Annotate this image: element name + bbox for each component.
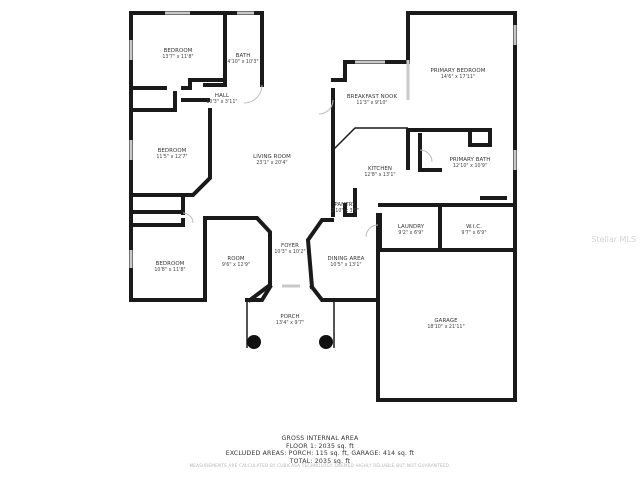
room-name-porch: PORCH — [280, 314, 299, 320]
summary-title: GROSS INTERNAL AREA — [281, 435, 359, 442]
room-dims-foyer: 10'3" x 10'2" — [274, 249, 305, 255]
room-dims-kitchen: 12'8" x 13'1" — [364, 172, 395, 178]
room-name-garage: GARAGE — [434, 318, 458, 324]
room-name-bath: BATH — [236, 53, 251, 59]
room-name-primary-bath: PRIMARY BATH — [450, 157, 491, 163]
room-dims-bedroom-bottom: 10'8" x 11'8" — [154, 267, 185, 273]
summary-total: TOTAL: 2035 sq. ft — [289, 457, 351, 465]
room-name-room: ROOM — [227, 256, 245, 262]
room-dims-bedroom-middle: 11'5" x 12'7" — [156, 154, 187, 160]
room-dims-room: 9'6" x 12'9" — [222, 262, 250, 268]
door-swings — [182, 84, 433, 238]
room-dims-dining-area: 10'5" x 13'1" — [330, 262, 361, 268]
room-dims-living-room: 23'1" x 20'4" — [256, 160, 287, 166]
measurement-disclaimer: MEASUREMENTS ARE CALCULATED BY CUBICASA … — [189, 463, 451, 468]
room-name-bedroom-top: BEDROOM — [164, 48, 193, 54]
room-dims-bedroom-top: 13'7" x 11'8" — [162, 54, 193, 60]
room-dims-garage: 18'10" x 21'11" — [427, 324, 464, 330]
room-name-laundry: LAUNDRY — [398, 224, 425, 230]
room-name-living-room: LIVING ROOM — [253, 154, 291, 160]
room-dims-bath: 4'10" x 10'3" — [227, 59, 258, 65]
watermark: Stellar MLS — [591, 235, 636, 244]
porch-post-left — [247, 335, 261, 349]
area-summary: GROSS INTERNAL AREA FLOOR 1: 2035 sq. ft… — [0, 435, 640, 465]
room-dims-wic: 9'7" x 6'9" — [461, 230, 486, 236]
room-name-kitchen: KITCHEN — [368, 166, 392, 172]
room-name-bedroom-bottom: BEDROOM — [156, 261, 185, 267]
porch-post-right — [319, 335, 333, 349]
summary-floor: FLOOR 1: 2035 sq. ft — [285, 442, 355, 450]
walls — [129, 11, 517, 402]
room-name-wic: W.I.C. — [466, 224, 482, 230]
room-dims-porch: 13'4" x 9'7" — [276, 320, 304, 326]
room-name-bedroom-middle: BEDROOM — [158, 148, 187, 154]
room-name-primary-bedroom: PRIMARY BEDROOM — [431, 68, 486, 74]
room-labels: BEDROOM 13'7" x 11'8" BATH 4'10" x 10'3"… — [154, 48, 490, 330]
room-dims-primary-bedroom: 14'6" x 17'11" — [441, 74, 475, 80]
summary-excluded: EXCLUDED AREAS: PORCH: 115 sq. ft, GARAG… — [225, 450, 415, 458]
room-name-foyer: FOYER — [281, 243, 299, 249]
room-name-pantry: PANTRY — [334, 202, 356, 208]
room-dims-primary-bath: 12'10" x 10'9" — [453, 163, 487, 169]
room-dims-hall: 10'3" x 3'11" — [206, 99, 237, 105]
room-name-breakfast-nook: BREAKFAST NOOK — [347, 94, 398, 100]
windows — [129, 11, 517, 288]
room-name-dining-area: DINING AREA — [328, 256, 365, 262]
room-dims-pantry: 2'10" x 3'5" — [331, 208, 359, 214]
room-name-hall: HALL — [215, 93, 229, 99]
room-dims-breakfast-nook: 11'3" x 9'10" — [356, 100, 387, 106]
room-dims-laundry: 9'2" x 6'9" — [398, 230, 423, 236]
